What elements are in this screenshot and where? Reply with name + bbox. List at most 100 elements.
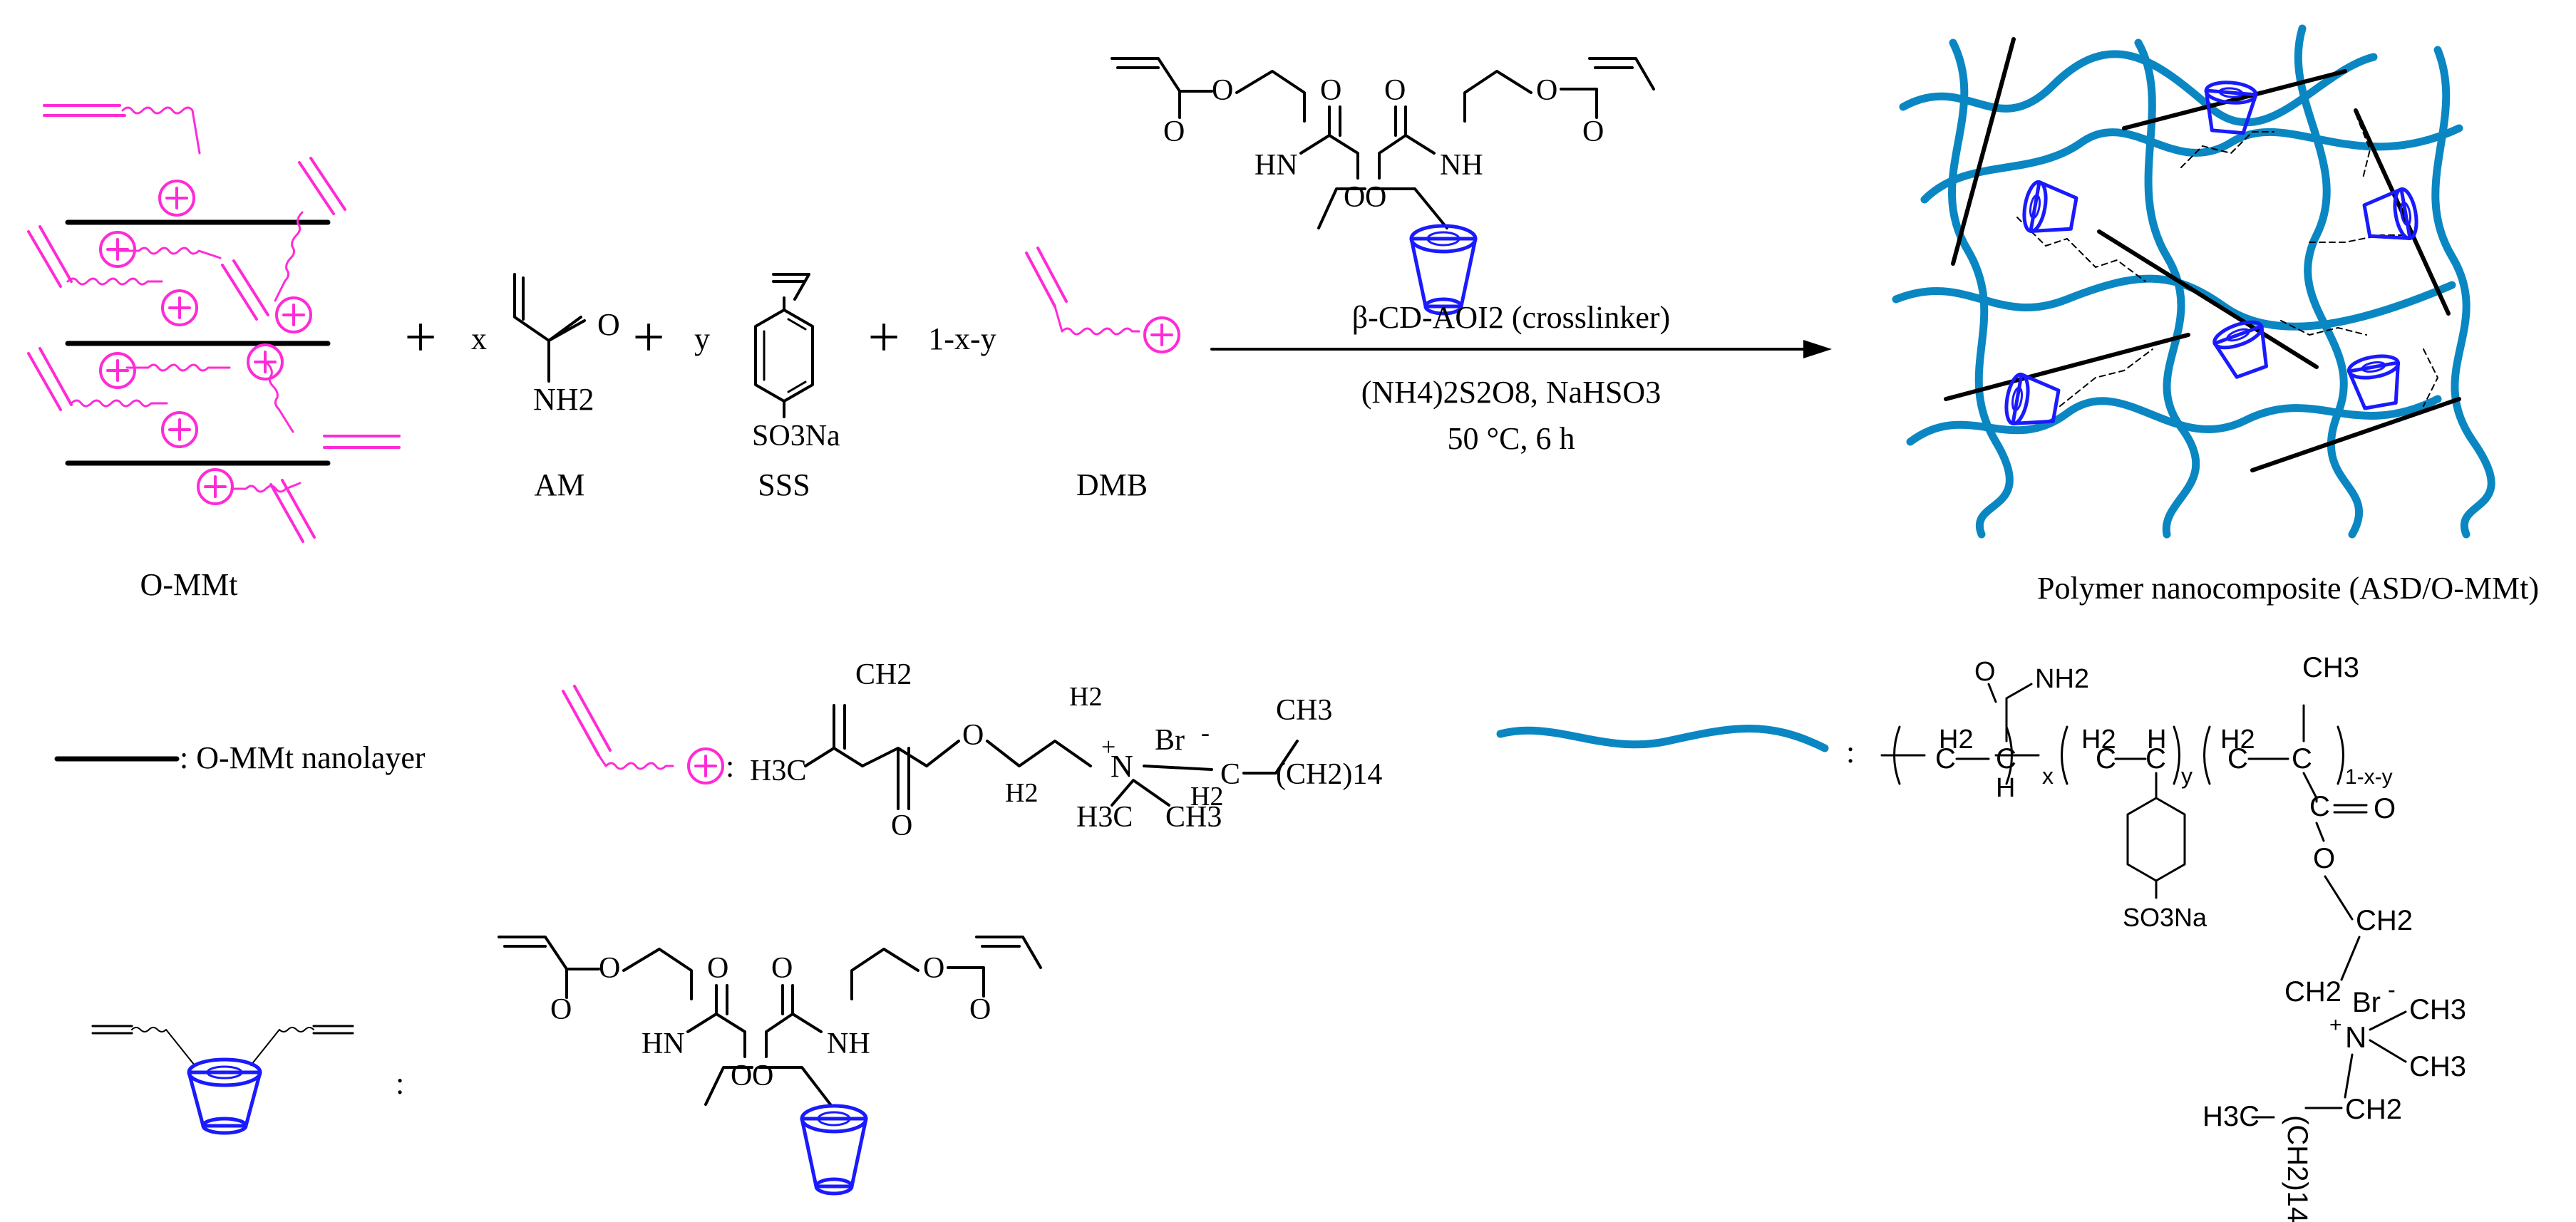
legend-nanolayer-text: : O-MMt nanolayer [180,740,426,775]
polymer-h-2: H [2147,725,2166,755]
product-network: Polymer nanocomposite (ASD/O-MMt) [1892,24,2539,606]
dmb-formula-n-plus: + [1101,732,1116,761]
crosslinker-o-3: O [1320,74,1341,107]
crosslinker-structure-top: O O HN O O O O NH O O [1111,57,1655,316]
coefficient-x: x [471,321,487,356]
ommt-cation-charges [99,180,312,505]
polymer-ch3-a: CH3 [2409,994,2466,1025]
dmb-formula-h2-a: H2 [1069,682,1102,712]
plus-sign-2: + [632,306,664,369]
temperature-time-condition: 50 °C, 6 h [1448,421,1575,456]
initiator-condition: (NH4)2S2O8, NaHSO3 [1361,375,1661,410]
crosslinker-o-4: O [1344,181,1365,214]
cyclodextrin-icon [1409,224,1478,316]
crosslinker-o-5: O [1582,115,1604,148]
polymer-am-nh2: NH2 [2035,664,2089,694]
polymer-c-1: C [1935,743,1956,775]
crosslinker-o-6: O [1536,74,1557,107]
polymer-ch2-c: CH2 [2345,1094,2402,1125]
legend-crosslinker-cyclodextrin-icon [800,1104,868,1196]
dmb-formula-ch2-14: (CH2)14 [1276,758,1382,791]
polymer-c-4: C [2145,743,2166,775]
polymer-ch3-top: CH3 [2302,652,2359,683]
crosslink-lines [2016,113,2438,407]
ommt-nanolayers [65,219,331,466]
sss-sulfonate: SO3Na [752,420,840,452]
crosslinker-o-1: O [1163,115,1185,148]
legend-dmb: : H3C CH2 O O H2 H2 + N Br - H3C CH3 H2 … [562,658,1382,842]
crosslinker-o-7: O [1384,74,1406,107]
lg-crosslinker-o-5: O [969,993,991,1026]
polymer-h3c: H3C [2203,1101,2260,1132]
dmb-formula-br: Br [1155,724,1185,757]
dmb-structure: DMB [1025,247,1180,502]
polymer-ch2-b: CH2 [2284,976,2341,1008]
lg-crosslinker-o-7: O [771,952,793,985]
polymer-so3na: SO3Na [2123,903,2207,932]
dmb-formula-h2-b: H2 [1005,778,1038,808]
polymer-subscript-y: y [2181,763,2193,789]
lg-crosslinker-o-3: O [707,952,728,985]
lg-crosslinker-o-2: O [599,952,620,985]
dmb-formula-ester-o: O [962,719,984,752]
dmb-formula-n: N [1111,749,1133,784]
polymer-c-7: C [2309,791,2330,822]
dmb-formula-h3c: H3C [750,755,806,787]
dmb-formula-h3c-n: H3C [1076,801,1133,834]
crosslinker-condition: β-CD-AOI2 (crosslinker) [1352,300,1670,335]
lg-crosslinker-nh: NH [827,1027,870,1060]
polymer-br: Br [2352,987,2381,1018]
am-label: AM [535,467,585,502]
dmb-label: DMB [1076,467,1148,502]
dmb-formula-h2-c: H2 [1190,782,1223,812]
polymer-ch3-b: CH3 [2409,1051,2466,1082]
polymer-br-minus: - [2388,977,2396,1003]
polymer-h-1: H [1996,773,2015,803]
polymer-ch2-14: (CH2)14 [2282,1115,2313,1222]
dmb-formula-ch3-tail: CH3 [1276,694,1332,727]
polymer-h2-2: H2 [2081,725,2116,755]
sss-label: SSS [758,467,810,502]
crosslinker-nh: NH [1440,149,1483,182]
dmb-formula-minus: - [1201,718,1210,747]
polymer-ester-o-2: O [2313,843,2335,874]
lg-crosslinker-o-6: O [923,952,944,985]
polymer-subscript-x: x [2042,763,2054,789]
crosslinker-hn: HN [1254,149,1298,182]
polymer-formula: H2 C C H O NH2 x H2 C H C y SO3Na H2 C [1880,652,2466,1222]
polymer-h2-3: H2 [2220,725,2255,755]
crosslinker-o-8: O [1365,181,1386,214]
dmb-formula-ch2-top: CH2 [855,658,912,691]
polymer-n: N [2345,1020,2366,1054]
ommt-surfactant-chains [27,104,401,543]
legend-dmb-colon: : [726,749,734,784]
polymer-c-6: C [2292,743,2312,775]
acrylamide-structure: O NH2 AM [513,273,620,502]
polymer-c-5: C [2227,743,2248,775]
legend-cyclodextrin-icon [187,1057,262,1135]
polymer-subscript-1-x-y: 1-x-y [2345,765,2393,789]
reaction-arrow [1210,340,1832,358]
lg-crosslinker-o-4: O [731,1060,752,1092]
legend-polymer-chain: : H2 C C H O NH2 x H2 C H C y SO3Na [1496,652,2466,1222]
plus-sign-1: + [404,306,436,369]
legend-crosslinker-structure: O O HN O O O O NH O O [498,936,1042,1196]
lg-crosslinker-o-8: O [752,1060,773,1092]
dmb-formula-carbonyl-o: O [891,809,912,842]
legend-crosslinker-colon: : [396,1066,404,1101]
crosslinker-o-2: O [1212,74,1233,107]
sss-structure: SO3Na SSS [752,273,840,502]
am-amine: NH2 [533,382,594,417]
lg-crosslinker-o-1: O [550,993,572,1026]
polymer-c-2: C [1996,743,2016,775]
ommt-clay-stack: O-MMt [27,104,401,602]
plus-sign-3: + [867,306,900,369]
polymer-am-o: O [1974,657,1996,687]
network-cyclodextrin-icons [2004,81,2418,426]
polymer-c-3: C [2096,743,2116,775]
coefficient-1-x-y: 1-x-y [928,321,996,356]
product-label: Polymer nanocomposite (ASD/O-MMt) [2037,571,2539,606]
polymer-n-plus: + [2329,1013,2342,1037]
ommt-label: O-MMt [140,567,238,602]
